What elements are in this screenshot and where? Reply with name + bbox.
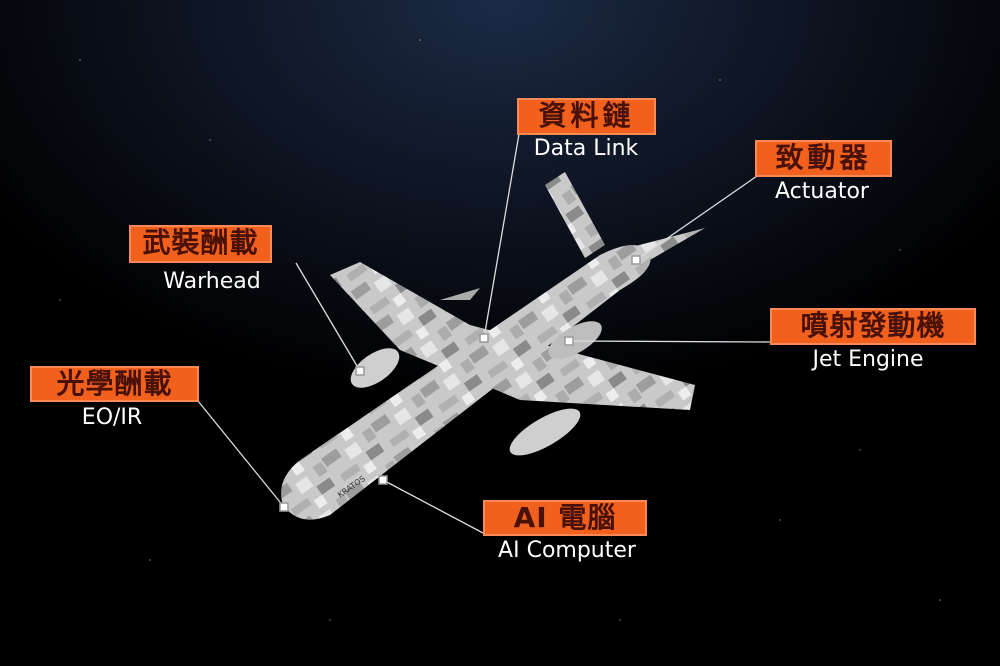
actuator-label-zh: 致動器	[755, 140, 892, 177]
ai-computer-label-en: AI Computer	[498, 538, 636, 563]
jet-engine-label-zh: 噴射發動機	[770, 308, 976, 345]
jet-engine-label-en: Jet Engine	[812, 347, 924, 372]
ai-computer-label-zh: AI 電腦	[483, 500, 647, 536]
eo-ir-label-zh: 光學酬載	[30, 366, 199, 402]
warhead-label-en: Warhead	[163, 269, 261, 294]
leader-lines	[197, 133, 771, 534]
data-link-label-en: Data Link	[533, 136, 639, 161]
warhead-label-zh: 武裝酬載	[129, 225, 272, 263]
drone: KRATOS	[281, 172, 705, 520]
callout-markers	[279, 255, 641, 512]
data-link-label-zh: 資料鏈	[517, 98, 656, 135]
actuator-label-en: Actuator	[775, 179, 869, 204]
eo-ir-label-en: EO/IR	[81, 405, 143, 430]
stars	[59, 39, 941, 621]
